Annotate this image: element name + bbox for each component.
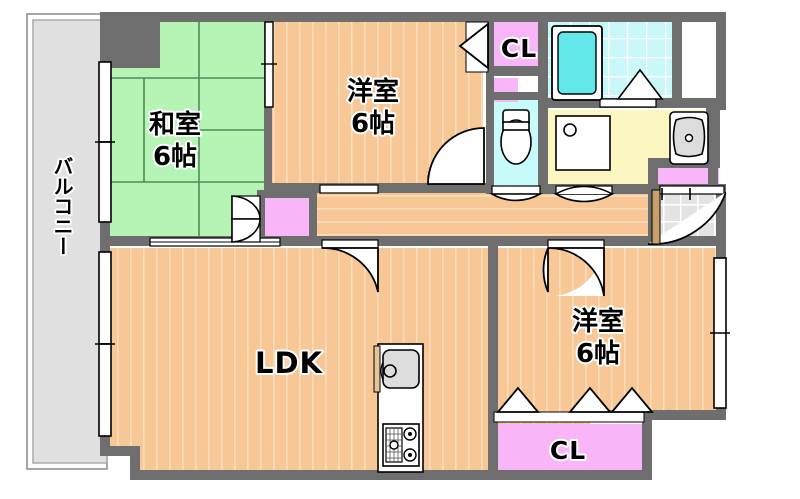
closet-entrance-marks [661, 188, 691, 200]
closet-north-label: CL [501, 34, 537, 63]
closet-hall-small [263, 196, 309, 242]
toilet [500, 109, 532, 165]
hallway [310, 193, 650, 243]
closet-north [492, 22, 544, 72]
entrance-inner-door[interactable] [651, 189, 661, 245]
washitsu-size: 6帖 [153, 142, 197, 172]
north-room-label: 洋室 [347, 76, 399, 107]
door-washroom[interactable] [553, 185, 615, 203]
washitsu-label: 和室 [149, 109, 201, 140]
door-north-room[interactable] [427, 127, 485, 185]
east-room-size: 6帖 [576, 339, 620, 369]
windows-left [98, 61, 112, 437]
washing-machine-space [555, 115, 611, 171]
sliding-door-north-room[interactable] [319, 184, 379, 194]
bathtub [551, 25, 603, 101]
closet-south [494, 424, 644, 474]
closet-north-door[interactable] [458, 21, 489, 73]
east-room-label: 洋室 [572, 306, 624, 337]
vanity-sink [669, 111, 709, 165]
door-east-room[interactable] [542, 239, 605, 297]
door-toilet[interactable] [489, 185, 543, 202]
balcony: バルコニー [26, 13, 108, 470]
door-bath[interactable] [599, 68, 664, 108]
kitchen-unit [373, 343, 424, 473]
closet-south-label: CL [550, 436, 586, 465]
window-east [710, 257, 730, 409]
balcony-label: バルコニー [50, 156, 74, 256]
ldk-label: LDK [255, 346, 324, 380]
gas-stove-3-burner [382, 423, 420, 467]
north-room-size: 6帖 [351, 109, 395, 139]
door-ldk[interactable] [321, 239, 379, 293]
kitchen-sink [380, 349, 420, 389]
closet-hall-doors[interactable] [231, 195, 261, 243]
closet-south-doors[interactable] [493, 386, 654, 423]
window-north-room [261, 21, 277, 108]
